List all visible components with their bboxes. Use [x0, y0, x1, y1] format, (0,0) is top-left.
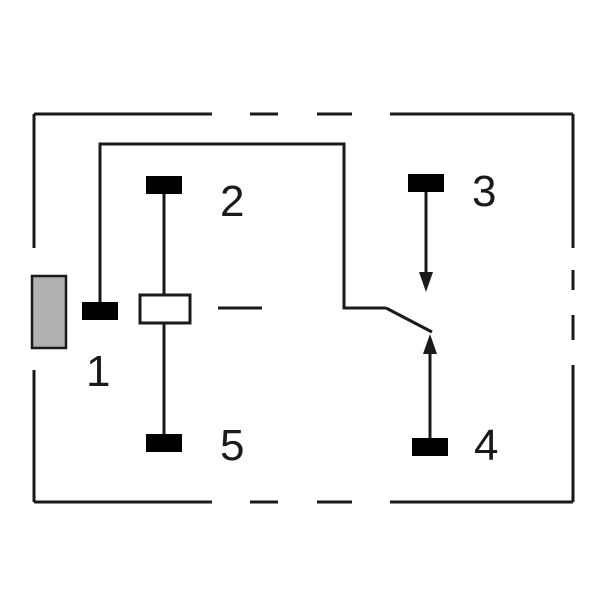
terminal-pin-1: [82, 302, 118, 320]
down-arrow-icon: [419, 272, 433, 292]
terminal-pin-4: [412, 438, 448, 456]
switch-armature: [385, 306, 433, 334]
housing-outline: [32, 112, 575, 504]
pin-2-label: 2: [220, 177, 244, 226]
terminal-pin-3: [408, 174, 444, 192]
coil-symbol: [138, 293, 192, 325]
pin-1-label: 1: [86, 347, 110, 396]
pin-3-label: 3: [472, 167, 496, 216]
pin-5-label: 5: [220, 421, 244, 470]
terminal-pin-5: [146, 434, 182, 452]
common-wire: [98, 142, 386, 310]
terminal-pin-2: [146, 176, 182, 194]
mounting-tab: [30, 274, 68, 350]
up-arrow-icon: [423, 334, 437, 354]
pin-4-label: 4: [474, 421, 498, 470]
